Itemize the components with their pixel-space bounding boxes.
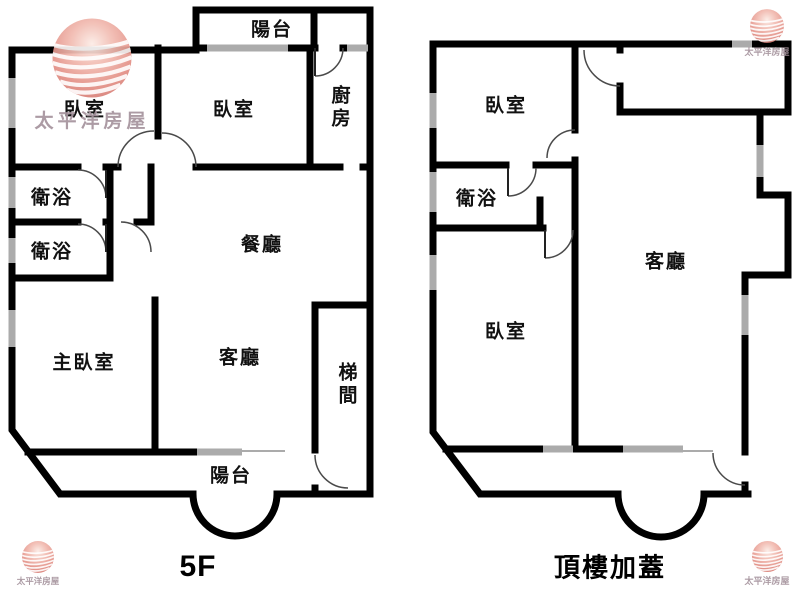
room-label-bath-right-plan: 衛浴 <box>455 188 499 210</box>
pacific-sphere-icon <box>751 540 783 573</box>
brand-logo-bottom-left: 太平洋房屋 <box>12 540 64 587</box>
pacific-sphere-icon <box>22 541 54 573</box>
brand-logo-top-right: 太平洋房屋 <box>740 8 794 58</box>
room-label-bath1: 衛浴 <box>30 187 74 209</box>
room-label-bath2: 衛浴 <box>30 241 74 263</box>
room-label-balcony-bottom: 陽台 <box>209 465 253 487</box>
room-label-dining: 餐廳 <box>240 234 284 256</box>
room-label-bedroom1: 臥室 <box>63 99 107 121</box>
brand-logo-bottom-right: 太平洋房屋 <box>740 540 794 587</box>
brand-name: 太平洋房屋 <box>744 47 790 57</box>
room-label-bedroom-right-plan: 臥室 <box>484 321 528 343</box>
floor-label-5f: 5F <box>179 550 217 583</box>
brand-name: 太平洋房屋 <box>34 111 150 132</box>
room-label-master-bedroom: 主臥室 <box>52 352 116 374</box>
room-label-stairwell: 梯間 <box>335 362 357 408</box>
room-label-balcony-top: 陽台 <box>250 19 294 41</box>
brand-name: 太平洋房屋 <box>744 576 790 586</box>
room-label-bedroom-top-right-plan: 臥室 <box>484 95 528 117</box>
pacific-sphere-icon <box>52 18 132 98</box>
floor-label-rooftop: 頂樓加蓋 <box>553 552 667 583</box>
room-label-bedroom2: 臥室 <box>212 99 256 121</box>
brand-name: 太平洋房屋 <box>16 576 60 586</box>
pacific-sphere-icon <box>750 9 784 43</box>
brand-logo-top-left: 太平洋房屋 <box>18 16 166 133</box>
room-label-living-left: 客廳 <box>218 347 262 369</box>
room-label-kitchen: 廚房 <box>328 85 350 131</box>
room-label-living-right-plan: 客廳 <box>644 251 688 273</box>
